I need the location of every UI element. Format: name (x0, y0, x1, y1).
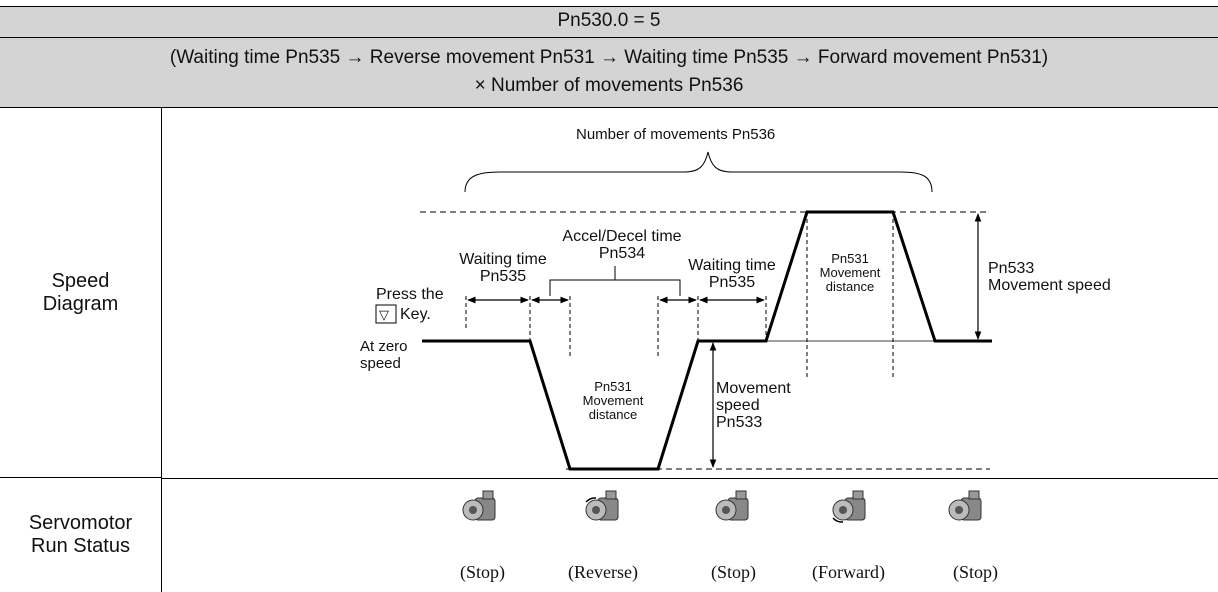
run-label-line-2: Run Status (31, 535, 130, 557)
run-label-line-1: Servomotor (28, 512, 133, 534)
speed-label-line-2: Diagram (42, 292, 119, 315)
move-speed-2: speed (716, 397, 760, 414)
wait1-line-2: Pn535 (479, 268, 527, 285)
down-key-glyph: ▽ (379, 307, 389, 322)
speed-label-line-1: Speed (51, 269, 110, 292)
zero-line-1: At zero (360, 338, 408, 355)
zero-line-2: speed (360, 355, 401, 372)
movements-brace (464, 151, 933, 193)
formula-line-2: × Number of movements Pn536 (474, 75, 744, 96)
accel-line-1: Accel/Decel time (562, 228, 682, 245)
row-divider (162, 478, 1218, 479)
reverse-distance-label: Pn531 Movement distance (573, 380, 653, 422)
servomotor-icon (715, 490, 749, 521)
pn533-line-2: Movement speed (988, 277, 1111, 294)
wait-label-2: Waiting time Pn535 (676, 257, 788, 291)
wait2-line-1: Waiting time (688, 257, 776, 274)
servomotor-icon (948, 490, 982, 521)
num-movements-label: Number of movements Pn536 (576, 126, 776, 143)
servomotor-icon (832, 490, 866, 523)
run-status-label: Servomotor Run Status (0, 478, 162, 592)
status-stop-3: (Stop) (953, 562, 998, 582)
rev-dist-3: distance (588, 407, 638, 422)
formula-line-1: (Waiting time Pn535 → Reverse movement P… (169, 47, 1049, 68)
status-stop-1: (Stop) (460, 562, 505, 582)
wait-label-1: Waiting time Pn535 (447, 251, 559, 285)
wait1-line-1: Waiting time (459, 251, 547, 268)
press-key-label-1: Press the (376, 286, 444, 303)
table-title: Pn530.0 = 5 (0, 6, 1218, 38)
accel-line-2: Pn534 (598, 245, 646, 262)
status-forward: (Forward) (812, 562, 885, 582)
movement-speed-label: Movement speed Pn533 (716, 380, 791, 431)
move-speed-1: Movement (716, 380, 791, 397)
fwd-dist-1: Pn531 (831, 251, 869, 266)
speed-diagram-label: Speed Diagram (0, 108, 162, 478)
press-key-label-2: Key. (400, 306, 431, 323)
fwd-dist-2: Movement (819, 265, 881, 280)
down-key-icon (375, 304, 397, 324)
rev-dist-2: Movement (582, 393, 644, 408)
move-speed-3: Pn533 (716, 414, 763, 431)
status-stop-2: (Stop) (711, 562, 756, 582)
zero-speed-label: At zero speed (360, 338, 408, 372)
rev-dist-1: Pn531 (594, 379, 632, 394)
forward-distance-label: Pn531 Movement distance (808, 252, 892, 294)
status-reverse: (Reverse) (568, 562, 638, 582)
accel-label: Accel/Decel time Pn534 (557, 228, 687, 262)
pn533-label: Pn533 Movement speed (988, 260, 1111, 294)
wait2-line-2: Pn535 (708, 274, 756, 291)
servomotor-icon (585, 490, 619, 521)
speed-profile (422, 210, 992, 471)
pn533-line-1: Pn533 (988, 260, 1035, 277)
servomotor-icon (462, 490, 496, 521)
fwd-dist-3: distance (825, 279, 875, 294)
formula: (Waiting time Pn535 → Reverse movement P… (0, 38, 1218, 108)
